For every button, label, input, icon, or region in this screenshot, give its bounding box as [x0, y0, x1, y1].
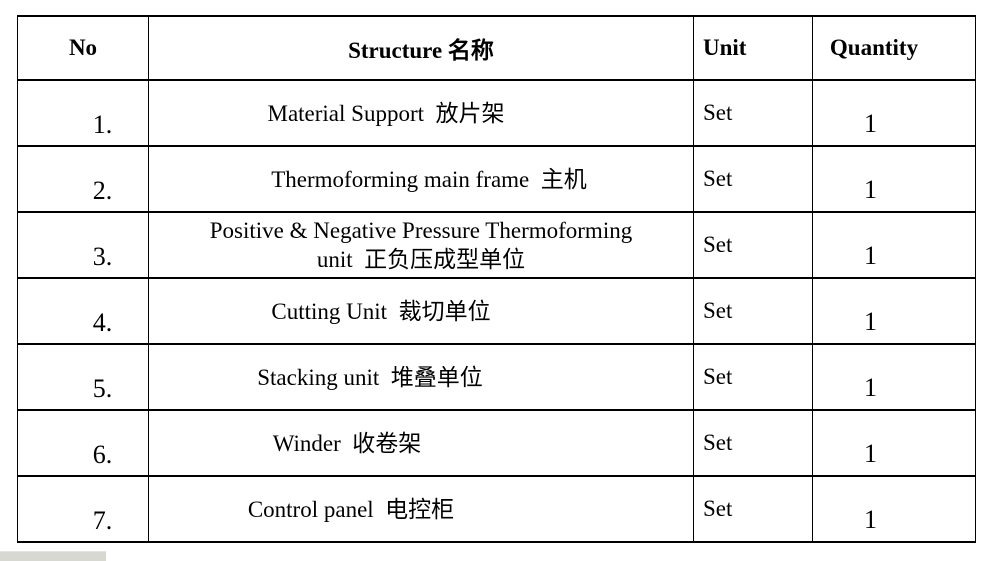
- row-number: 6.: [17, 409, 149, 477]
- quantity-value: 1: [812, 79, 976, 147]
- column-header-no: No: [17, 15, 149, 81]
- quantity-value: 1: [812, 277, 976, 345]
- table-row: 5. Stacking unit 堆叠单位 Set 1: [17, 343, 976, 411]
- structure-name: Winder 收卷架: [148, 409, 694, 477]
- table-row: 4. Cutting Unit 裁切单位 Set 1: [17, 277, 976, 345]
- structure-name: Stacking unit 堆叠单位: [148, 343, 694, 411]
- unit-value: Set: [693, 475, 813, 543]
- row-number: 1.: [17, 79, 149, 147]
- column-header-unit: Unit: [693, 15, 813, 81]
- unit-value: Set: [693, 145, 813, 213]
- row-number: 4.: [17, 277, 149, 345]
- structure-name-text: Stacking unit 堆叠单位: [257, 364, 483, 390]
- structure-name: Material Support 放片架: [148, 79, 694, 147]
- bottom-left-bar-fragment: [0, 551, 106, 561]
- table-row: 2. Thermoforming main frame 主机 Set 1: [17, 145, 976, 213]
- structure-name-text: Material Support 放片架: [267, 100, 505, 126]
- quantity-value: 1: [812, 145, 976, 213]
- parts-list-table: No Structure 名称 Unit Quantity 1. Materia…: [17, 15, 976, 543]
- structure-name: Thermoforming main frame 主机: [148, 145, 694, 213]
- table-row: 1. Material Support 放片架 Set 1: [17, 79, 976, 147]
- column-header-quantity: Quantity: [812, 15, 976, 81]
- column-header-structure: Structure 名称: [148, 15, 694, 81]
- quantity-value: 1: [812, 343, 976, 411]
- unit-value: Set: [693, 277, 813, 345]
- quantity-value: 1: [812, 475, 976, 543]
- table-row: 6. Winder 收卷架 Set 1: [17, 409, 976, 477]
- column-header-quantity-label: Quantity: [829, 35, 919, 60]
- structure-name-text: Winder 收卷架: [272, 430, 422, 456]
- quantity-value: 1: [812, 211, 976, 279]
- table-row: 3. Positive & Negative Pressure Thermofo…: [17, 211, 976, 279]
- row-number: 2.: [17, 145, 149, 213]
- unit-value: Set: [693, 409, 813, 477]
- structure-name: Cutting Unit 裁切单位: [148, 277, 694, 345]
- structure-name: Positive & Negative Pressure Thermoformi…: [148, 211, 694, 279]
- table-row: 7. Control panel 电控柜 Set 1: [17, 475, 976, 543]
- structure-name-text: Control panel 电控柜: [247, 496, 455, 522]
- structure-name-text: Thermoforming main frame 主机: [271, 166, 587, 192]
- unit-value: Set: [693, 343, 813, 411]
- row-number: 7.: [17, 475, 149, 543]
- unit-value: Set: [693, 211, 813, 279]
- structure-name-text: Positive & Negative Pressure Thermoformi…: [209, 218, 633, 272]
- row-number: 3.: [17, 211, 149, 279]
- header-row: No Structure 名称 Unit Quantity: [17, 15, 976, 81]
- structure-name: Control panel 电控柜: [148, 475, 694, 543]
- structure-name-text: Cutting Unit 裁切单位: [271, 298, 491, 324]
- quantity-value: 1: [812, 409, 976, 477]
- unit-value: Set: [693, 79, 813, 147]
- row-number: 5.: [17, 343, 149, 411]
